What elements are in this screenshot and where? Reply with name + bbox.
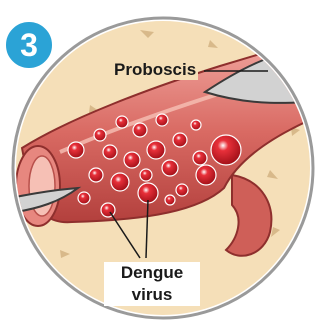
virus-particle [124, 152, 140, 168]
virus-particle [191, 120, 201, 130]
virus-particle [133, 123, 147, 137]
virus-particle [165, 195, 175, 205]
virus-particle [111, 173, 129, 191]
virus-particle [78, 192, 90, 204]
virus-particle [116, 116, 128, 128]
virus-particle [162, 160, 178, 176]
virus-particle [193, 151, 207, 165]
virus-particle [147, 141, 165, 159]
virus-particle [101, 203, 115, 217]
step-number-badge: 3 [4, 20, 54, 70]
proboscis-label: Proboscis [112, 60, 198, 80]
virus-particle [156, 114, 168, 126]
virus-particle [196, 165, 216, 185]
virus-particle [173, 133, 187, 147]
virus-particle [140, 169, 152, 181]
virus-particle [103, 145, 117, 159]
virus-particle [94, 129, 106, 141]
dengue-virus-label: Dengue virus [104, 262, 200, 306]
virus-particle [68, 142, 84, 158]
virus-particle [176, 184, 188, 196]
virus-particle [211, 135, 241, 165]
virus-particle [89, 168, 103, 182]
